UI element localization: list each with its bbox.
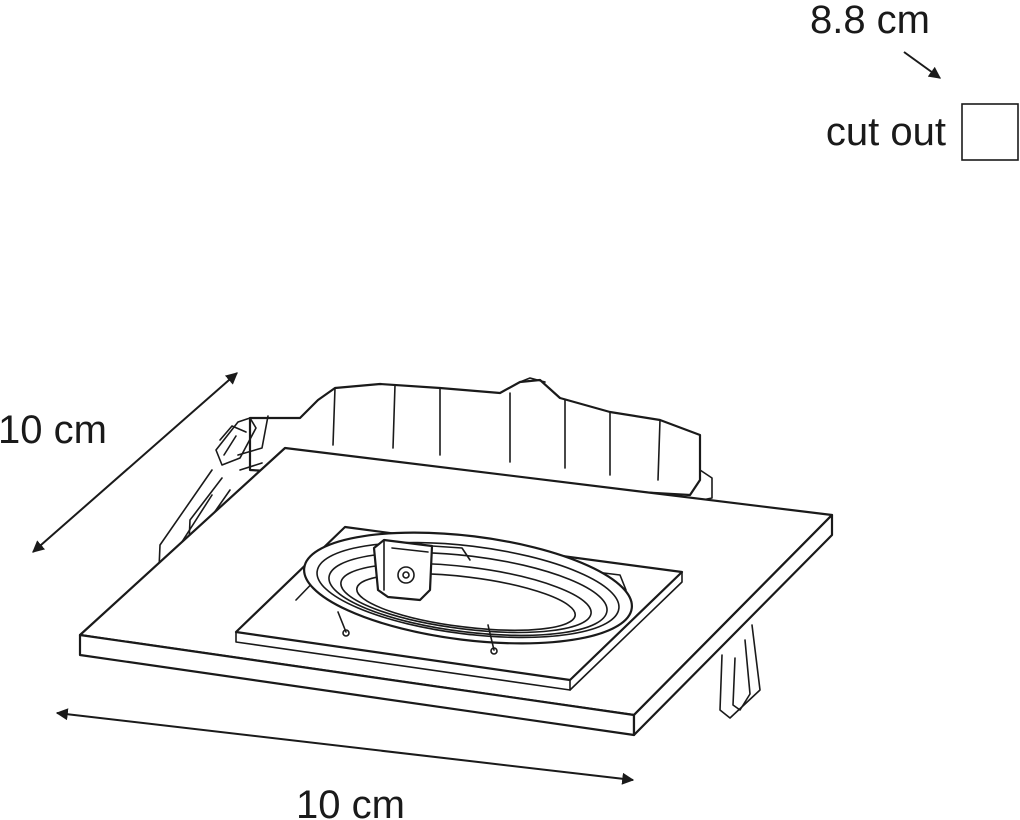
cutout-square-icon bbox=[961, 103, 1019, 161]
downlight-fixture bbox=[78, 377, 834, 737]
retaining-pins bbox=[337, 611, 498, 655]
depth-label: 10 cm bbox=[0, 408, 107, 452]
cutout-label: cut out bbox=[826, 110, 946, 154]
frame-right-edge bbox=[632, 513, 834, 737]
cutout-size-arrow bbox=[903, 51, 941, 79]
width-dimension-arrow bbox=[55, 708, 635, 785]
right-spring-clip bbox=[719, 624, 761, 719]
cutout-size-label: 8.8 cm bbox=[810, 0, 930, 42]
width-label: 10 cm bbox=[296, 783, 405, 820]
depth-dimension-arrow bbox=[32, 372, 238, 553]
lamp-bracket bbox=[372, 538, 471, 602]
